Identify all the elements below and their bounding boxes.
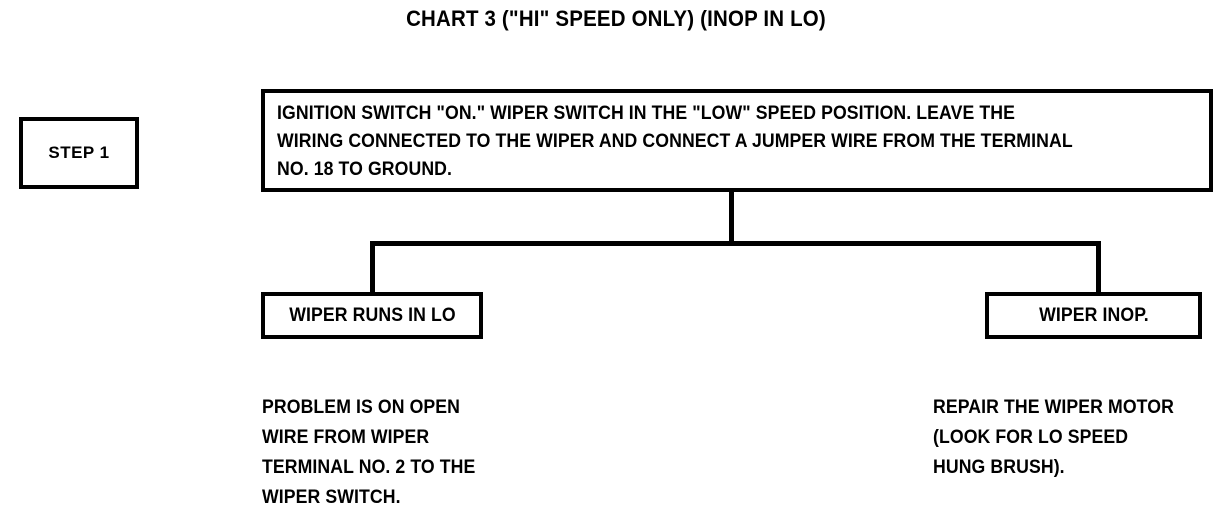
- conclusion-left-line-2: WIRE FROM WIPER: [262, 427, 430, 448]
- outcome-right-label-text: WIPER INOP.: [1038, 304, 1149, 326]
- conclusion-right: REPAIR THE WIPER MOTOR (LOOK FOR LO SPEE…: [933, 393, 1192, 483]
- step-1-label: STEP 1: [48, 143, 110, 162]
- instruction-box: IGNITION SWITCH "ON." WIPER SWITCH IN TH…: [261, 89, 1213, 192]
- conclusion-right-line-3: HUNG BRUSH).: [933, 457, 1065, 478]
- connector-branch-horizontal: [370, 241, 1101, 246]
- conclusion-left: PROBLEM IS ON OPEN WIRE FROM WIPER TERMI…: [262, 393, 491, 510]
- outcome-left-label-text: WIPER RUNS IN LO: [288, 304, 456, 326]
- outcome-right-label: WIPER INOP.: [989, 296, 1198, 335]
- instruction-line-1: IGNITION SWITCH "ON." WIPER SWITCH IN TH…: [277, 103, 1015, 124]
- instruction-text: IGNITION SWITCH "ON." WIPER SWITCH IN TH…: [277, 100, 1142, 184]
- conclusion-right-line-1: REPAIR THE WIPER MOTOR: [933, 397, 1174, 418]
- connector-right-branch-vertical: [1096, 241, 1101, 295]
- step-1-box: STEP 1: [19, 117, 139, 189]
- page-title: CHART 3 ("HI" SPEED ONLY) (INOP IN LO): [406, 6, 826, 31]
- connector-trunk-vertical: [729, 190, 734, 245]
- instruction-line-3: NO. 18 TO GROUND.: [277, 159, 453, 180]
- conclusion-left-line-3: TERMINAL NO. 2 TO THE: [262, 457, 476, 478]
- conclusion-left-line-4: WIPER SWITCH.: [262, 487, 401, 508]
- instruction-line-2: WIRING CONNECTED TO THE WIPER AND CONNEC…: [277, 131, 1073, 152]
- outcome-box-wiper-inop: WIPER INOP.: [985, 292, 1202, 339]
- conclusion-left-line-1: PROBLEM IS ON OPEN: [262, 397, 461, 418]
- outcome-left-label: WIPER RUNS IN LO: [265, 296, 479, 335]
- conclusion-right-line-2: (LOOK FOR LO SPEED: [933, 427, 1129, 448]
- outcome-box-wiper-runs-in-lo: WIPER RUNS IN LO: [261, 292, 483, 339]
- connector-left-branch-vertical: [370, 241, 375, 295]
